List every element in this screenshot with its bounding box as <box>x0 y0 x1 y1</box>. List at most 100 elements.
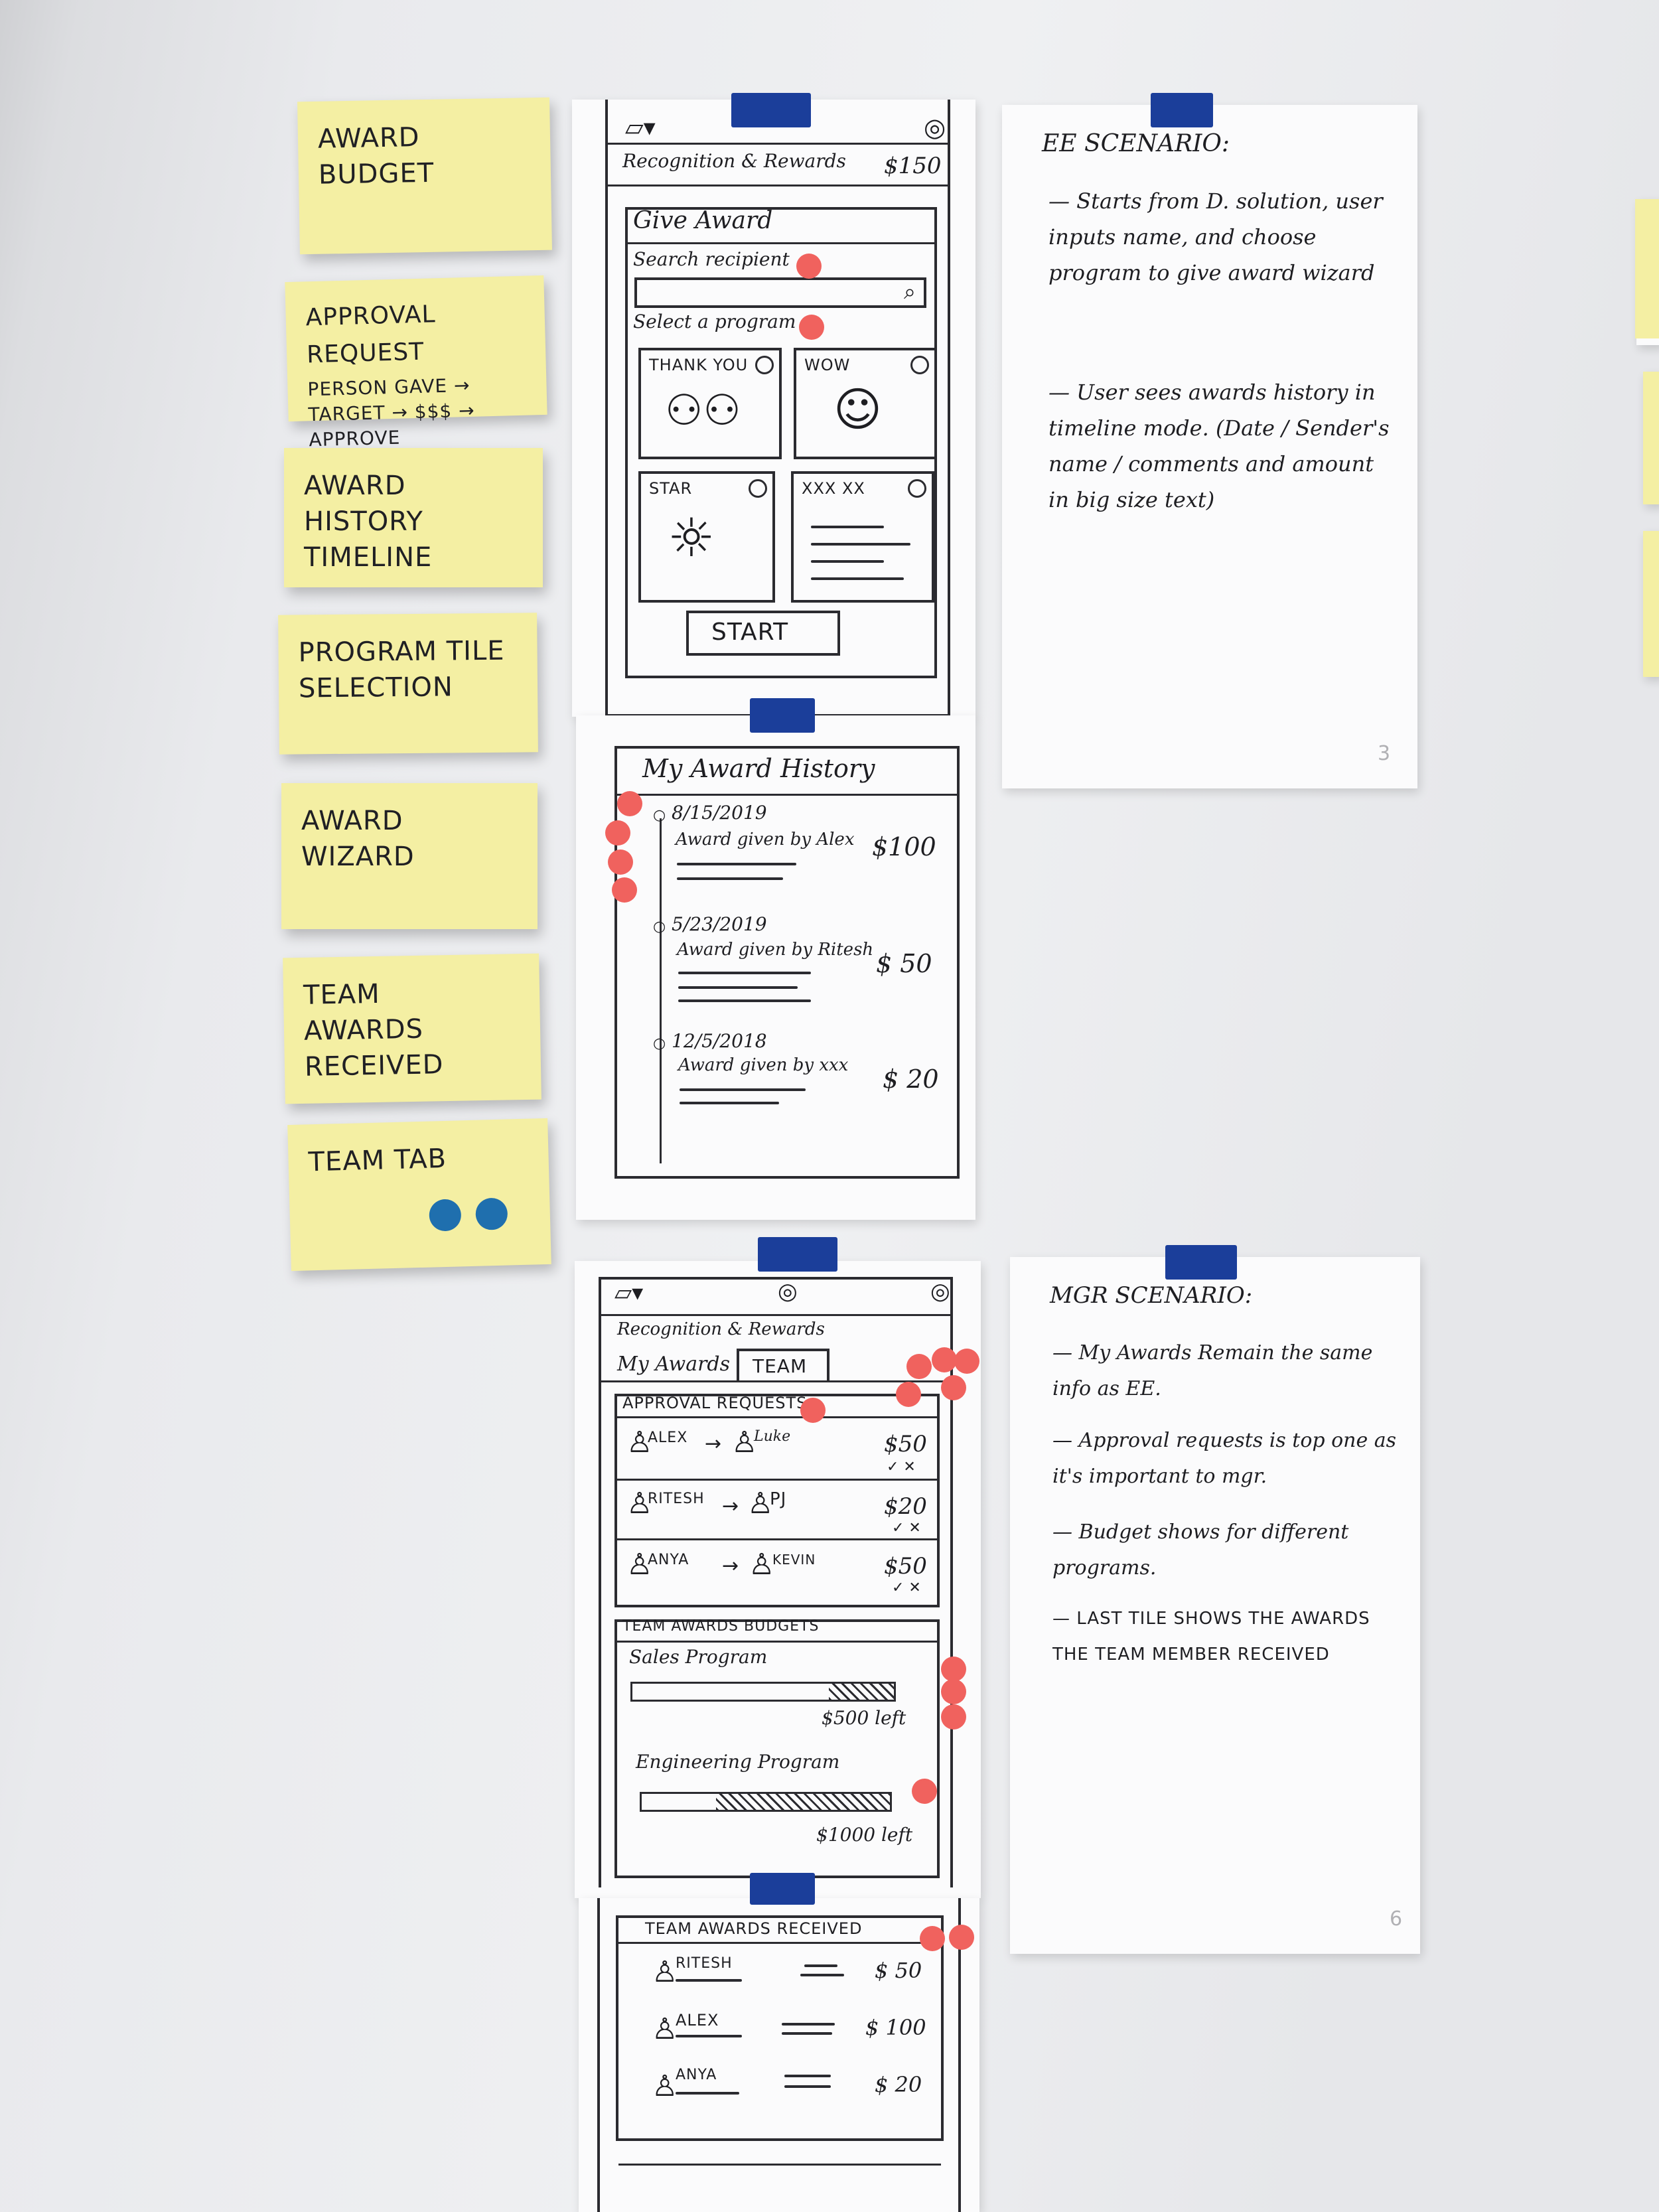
sticky-label: APPROVAL REQUEST <box>305 301 436 369</box>
request-amount: $20 <box>884 1493 927 1520</box>
app-header: Recognition & Rewards <box>622 150 846 172</box>
comment-scribble <box>678 999 811 1002</box>
red-vote-dot <box>920 1926 945 1951</box>
blue-tape <box>1151 93 1213 127</box>
request-amount: $50 <box>884 1431 927 1457</box>
budget-left: $500 left <box>822 1707 906 1729</box>
comment-scribble <box>678 972 811 974</box>
tile-label: WOW <box>804 356 851 374</box>
request-from: ANYA <box>648 1552 689 1568</box>
budget-bar <box>630 1682 896 1702</box>
comment-scribble <box>676 2092 739 2095</box>
approval-requests-card <box>614 1394 940 1607</box>
ee-scenario-title: EE SCENARIO: <box>1042 130 1230 157</box>
program-tile-thank-you[interactable]: THANK YOU ⚇⚇ <box>638 348 782 459</box>
budget-name: Engineering Program <box>636 1751 840 1773</box>
start-button[interactable]: START <box>686 611 840 656</box>
info-icon[interactable] <box>908 479 926 498</box>
celebrate-icon: ☺ <box>833 382 882 437</box>
history-text: Award given by Alex <box>676 830 855 849</box>
sticky-award-history: AWARD HISTORY TIMELINE <box>284 448 543 587</box>
divider <box>601 1314 950 1316</box>
red-vote-dot <box>605 820 630 846</box>
divider <box>617 1479 937 1481</box>
timeline-node: ○ <box>653 1035 666 1052</box>
search-icon[interactable]: ⌕ <box>904 279 916 304</box>
red-vote-dot <box>608 849 633 875</box>
red-vote-dot <box>799 315 824 340</box>
comment-scribble <box>676 2035 742 2037</box>
tile-label: THANK YOU <box>649 356 749 374</box>
red-vote-dot <box>617 791 642 816</box>
search-label: Search recipient <box>633 248 790 270</box>
info-icon[interactable] <box>749 479 767 498</box>
phone-frame <box>599 1277 953 1887</box>
profile-icon: ◎ <box>924 113 946 142</box>
text-scribble <box>811 543 910 546</box>
menu-icon: ▱▾ <box>614 1280 644 1306</box>
blue-tape <box>731 93 811 127</box>
member-amount: $ 100 <box>865 2015 926 2040</box>
red-vote-dot <box>932 1347 957 1372</box>
approve-deny-buttons[interactable]: ✓ ✕ <box>892 1520 921 1536</box>
history-date: 5/23/2019 <box>672 913 767 935</box>
red-vote-dot <box>800 1398 826 1423</box>
phone-frame <box>597 1898 961 2212</box>
divider <box>617 1538 937 1540</box>
sticky-label: TEAM TAB <box>308 1143 447 1178</box>
sticky-edge <box>1643 372 1659 504</box>
comment-scribble <box>784 2075 831 2077</box>
mgr-bullet: — My Awards Remain the same info as EE. <box>1052 1341 1373 1400</box>
sticky-sublabel: PERSON GAVE → TARGET → $$$ → APPROVE <box>307 374 476 451</box>
red-vote-dot <box>906 1354 932 1379</box>
menu-icon: ▱▾ <box>625 114 656 141</box>
info-icon[interactable] <box>755 356 774 374</box>
tab-team[interactable]: TEAM <box>737 1349 830 1382</box>
sticky-program-tile: PROGRAM TILE SELECTION <box>278 613 538 755</box>
divider <box>617 794 957 796</box>
request-to: Luke <box>754 1428 791 1445</box>
request-amount: $50 <box>884 1553 927 1580</box>
budget-bar <box>640 1792 892 1812</box>
mgr-bullet: — LAST TILE SHOWS THE AWARDS THE TEAM ME… <box>1052 1609 1370 1664</box>
person-icon: ♙ <box>652 1955 678 1989</box>
member-amount: $ 50 <box>875 1958 922 1983</box>
person-icon: ♙ <box>747 1487 774 1520</box>
history-title: My Award History <box>642 754 875 783</box>
app-header: Recognition & Rewards <box>617 1319 825 1339</box>
red-vote-dot <box>941 1704 966 1730</box>
info-icon[interactable] <box>910 356 929 374</box>
comment-scribble <box>680 1102 779 1104</box>
sticky-label: AWARD WIZARD <box>301 806 415 872</box>
sticky-edge <box>1643 531 1659 677</box>
approval-title: APPROVAL REQUESTS <box>622 1394 808 1412</box>
search-input[interactable] <box>634 277 926 308</box>
history-text: Award given by Ritesh <box>677 940 874 960</box>
divider <box>601 1380 950 1382</box>
red-vote-dot <box>941 1375 966 1400</box>
request-from: RITESH <box>648 1491 705 1507</box>
sticky-label: TEAM AWARDS RECEIVED <box>303 978 444 1082</box>
program-tile-star[interactable]: STAR ☼ <box>638 471 775 603</box>
program-tile-wow[interactable]: WOW ☺ <box>794 348 937 459</box>
comment-scribble <box>782 2032 832 2035</box>
person-icon: ♙ <box>626 1548 653 1582</box>
timeline-node: ○ <box>653 807 666 824</box>
mgr-scenario-title: MGR SCENARIO: <box>1050 1282 1253 1309</box>
member-name: ALEX <box>676 2011 719 2029</box>
tab-my-awards[interactable]: My Awards <box>617 1353 731 1376</box>
red-vote-dot <box>896 1382 921 1407</box>
tab-team-label: TEAM <box>753 1355 808 1377</box>
approve-deny-buttons[interactable]: ✓ ✕ <box>887 1459 916 1475</box>
page-number: 3 <box>1378 742 1391 765</box>
history-date: 12/5/2018 <box>672 1030 767 1052</box>
comment-scribble <box>804 1964 837 1967</box>
profile-icon: ◎ <box>930 1278 950 1305</box>
approve-deny-buttons[interactable]: ✓ ✕ <box>892 1580 921 1596</box>
divider <box>617 1416 937 1418</box>
program-tile-xxx[interactable]: XXX XX <box>791 471 934 603</box>
timeline-axis <box>660 818 662 1163</box>
tile-label: STAR <box>649 479 693 498</box>
sketch-team-screen: ▱▾ ◎ ◎ Recognition & Rewards My Awards T… <box>575 1261 981 1898</box>
